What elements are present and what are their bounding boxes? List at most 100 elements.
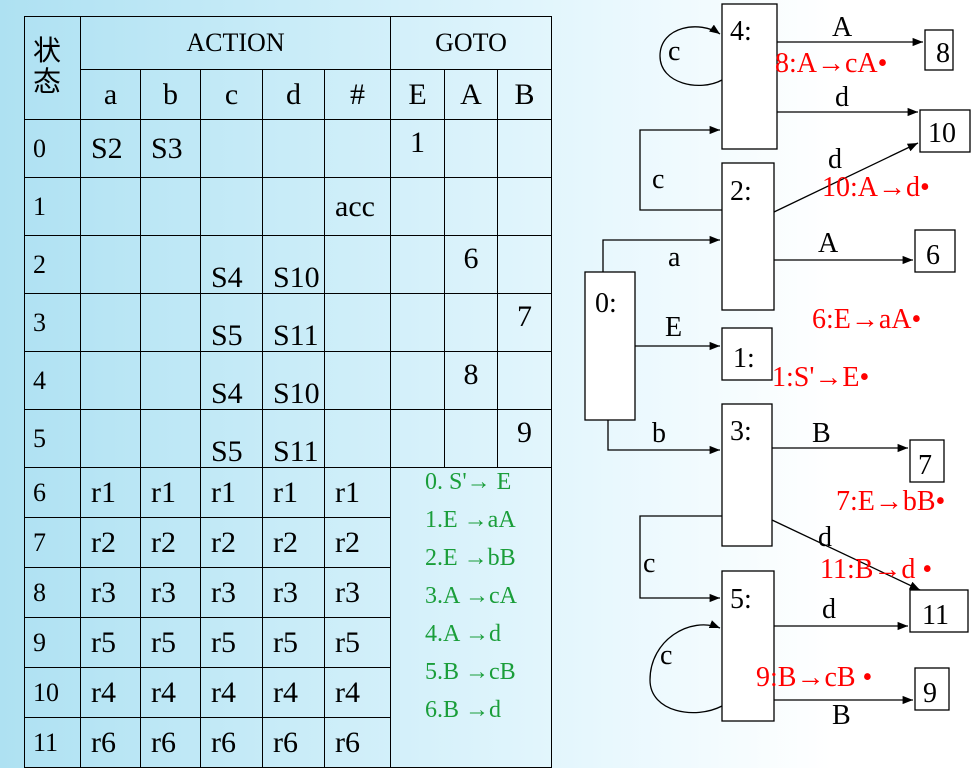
action-cell: [80, 177, 141, 236]
state-header: 状 态: [24, 16, 81, 120]
goto-cell: [444, 119, 498, 178]
action-cell: [324, 235, 391, 294]
action-cell: r5: [80, 617, 141, 668]
grammar-rule: 5.B →cB: [425, 659, 516, 685]
edge-2-c-4: [639, 125, 722, 211]
goto-cell: 9: [497, 409, 552, 468]
edge-label-c-3-5: c: [643, 548, 655, 579]
action-cell: r2: [324, 517, 391, 568]
action-cell: [140, 293, 201, 352]
action-cell: [80, 351, 141, 410]
edge-3-c-5: [639, 515, 722, 603]
action-cell: r1: [324, 467, 391, 518]
target-box-7: [909, 439, 945, 483]
grammar-rule: 1.E →aA: [425, 507, 516, 533]
action-cell: r1: [140, 467, 201, 518]
action-cell: r1: [262, 467, 325, 518]
goto-col-0: E: [390, 69, 445, 120]
grammar-rule: 4.A →d: [425, 621, 502, 647]
action-cell: [324, 409, 391, 468]
action-cell: r5: [200, 617, 263, 668]
action-cell: r6: [324, 717, 391, 768]
loop-5-c: [649, 620, 723, 714]
action-col-0: a: [80, 69, 141, 120]
edge-2-d-10: [773, 142, 919, 213]
state-cell: 7: [24, 517, 81, 568]
target-label-8: 8: [936, 38, 950, 69]
action-cell: [140, 351, 201, 410]
edge-label-d-2-10: d: [828, 144, 842, 175]
goto-col-1: A: [444, 69, 498, 120]
state-cell: 9: [24, 617, 81, 668]
action-cell: r3: [140, 567, 201, 618]
action-cell: acc: [324, 177, 391, 236]
state-cell: 3: [24, 293, 81, 352]
action-cell: S10: [262, 351, 325, 410]
action-cell: r5: [324, 617, 391, 668]
edge-label-b: b: [652, 418, 666, 449]
goto-header: GOTO: [390, 16, 552, 70]
action-cell: [80, 293, 141, 352]
state-label-2: 2:: [730, 176, 752, 207]
action-col-2: c: [200, 69, 263, 120]
action-cell: [324, 293, 391, 352]
action-cell: [262, 177, 325, 236]
edge-label-d-5-11: d: [822, 594, 836, 625]
action-col-3: d: [262, 69, 325, 120]
item-1: 1:S'→E•: [772, 362, 869, 393]
action-col-4: #: [324, 69, 391, 120]
state-cell: 5: [24, 409, 81, 468]
state-label-1: 1:: [733, 343, 755, 374]
loop-label-5: c: [660, 640, 672, 671]
state-cell: 8: [24, 567, 81, 618]
state-box-5: [721, 570, 775, 722]
action-cell: r1: [200, 467, 263, 518]
edge-label-A-4-8: A: [832, 12, 853, 43]
lr-automaton-diagram: 0: 1: 2: 3: 4: 5: 8 10 6 7 11 9 a E b c …: [584, 3, 971, 730]
action-cell: r4: [200, 667, 263, 718]
action-cell: [80, 235, 141, 294]
action-cell: [140, 235, 201, 294]
grammar-rule: 3.A →cA: [425, 583, 517, 609]
target-box-8: [924, 29, 954, 71]
goto-cell: 1: [390, 119, 445, 178]
action-cell: r6: [200, 717, 263, 768]
state-label-0: 0:: [595, 288, 617, 319]
goto-cell: [497, 119, 552, 178]
state-cell: 10: [24, 667, 81, 718]
action-cell: S5: [200, 293, 263, 352]
goto-cell: 8: [444, 351, 498, 410]
target-label-6: 6: [926, 240, 940, 271]
item-8: 8:A→cA•: [775, 48, 887, 79]
grammar-rule: 6.B →d: [425, 697, 502, 723]
goto-cell: [444, 293, 498, 352]
action-col-1: b: [140, 69, 201, 120]
grammar-rule: 0. S'→ E: [425, 469, 512, 495]
action-cell: r1: [80, 467, 141, 518]
target-label-9: 9: [923, 678, 937, 709]
state-label-5: 5:: [730, 584, 752, 615]
edge-0-b-3: [607, 420, 720, 455]
item-9: 9:B→cB •: [756, 662, 872, 693]
edge-label-d-4-10: d: [835, 82, 849, 113]
goto-col-2: B: [497, 69, 552, 120]
action-cell: S11: [262, 293, 325, 352]
item-11: 11:B→d •: [820, 554, 932, 585]
goto-cell: [444, 409, 498, 468]
state-box-2: [721, 162, 775, 311]
target-label-10: 10: [928, 118, 956, 149]
action-cell: r4: [262, 667, 325, 718]
goto-cell: [390, 177, 445, 236]
goto-cell: [390, 351, 445, 410]
action-cell: r2: [262, 517, 325, 568]
